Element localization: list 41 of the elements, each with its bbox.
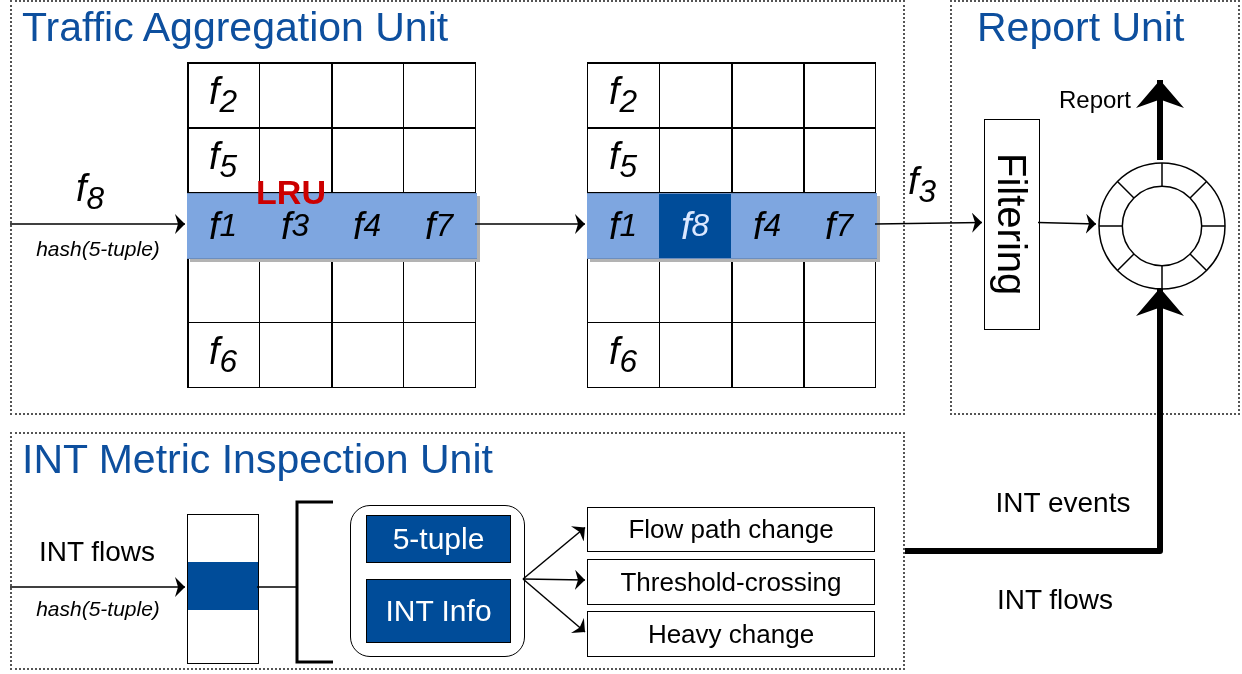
hash-bucket xyxy=(187,514,259,664)
text-label: hash(5-tuple) xyxy=(36,237,160,259)
edge-label: f$_{3}$ xyxy=(907,161,937,209)
highlighted-row xyxy=(587,193,877,259)
edge-label: Report xyxy=(1059,88,1131,112)
arrow xyxy=(522,578,586,634)
ring-buffer-icon xyxy=(1098,162,1226,290)
flow-label: f$_{5}$ xyxy=(208,136,238,184)
connector-line xyxy=(256,586,298,588)
arrow xyxy=(522,526,586,580)
arrow xyxy=(474,214,586,234)
arrow xyxy=(522,569,586,590)
arrow xyxy=(905,288,1184,554)
section-title: INT Metric Inspection Unit xyxy=(22,436,493,483)
flow-label: f$_{6}$ xyxy=(208,331,238,379)
flow-label: f$_{2}$ xyxy=(608,71,638,119)
dotted-section xyxy=(950,0,1240,415)
edge-label: f$_{8}$ xyxy=(75,168,105,216)
filter-box: Filtering xyxy=(984,119,1040,330)
dotted-section xyxy=(10,432,905,670)
text-label: INT flows xyxy=(996,586,1114,614)
field-box: INT Info xyxy=(366,579,511,643)
dotted-section xyxy=(10,0,905,415)
edge-label: INT flows xyxy=(38,538,156,566)
arrow xyxy=(1136,80,1184,160)
event-box: Threshold-crossing xyxy=(587,559,875,605)
event-box: Flow path change xyxy=(587,507,875,552)
text-label: hash(5-tuple) xyxy=(36,597,160,619)
flow-label: f$_{5}$ xyxy=(608,136,638,184)
flow-label: f$_{6}$ xyxy=(608,331,638,379)
section-title: Report Unit xyxy=(977,4,1185,51)
flow-label: f$_{2}$ xyxy=(208,71,238,119)
section-title: Traffic Aggregation Unit xyxy=(22,4,449,51)
arrow xyxy=(9,214,186,234)
arrow xyxy=(1037,213,1097,234)
event-box: Heavy change xyxy=(587,611,875,657)
edge-label: INT events xyxy=(995,489,1131,517)
record-box xyxy=(350,505,525,657)
arrow xyxy=(9,577,186,597)
field-box: 5-tuple xyxy=(366,515,511,563)
arrow xyxy=(874,212,983,233)
